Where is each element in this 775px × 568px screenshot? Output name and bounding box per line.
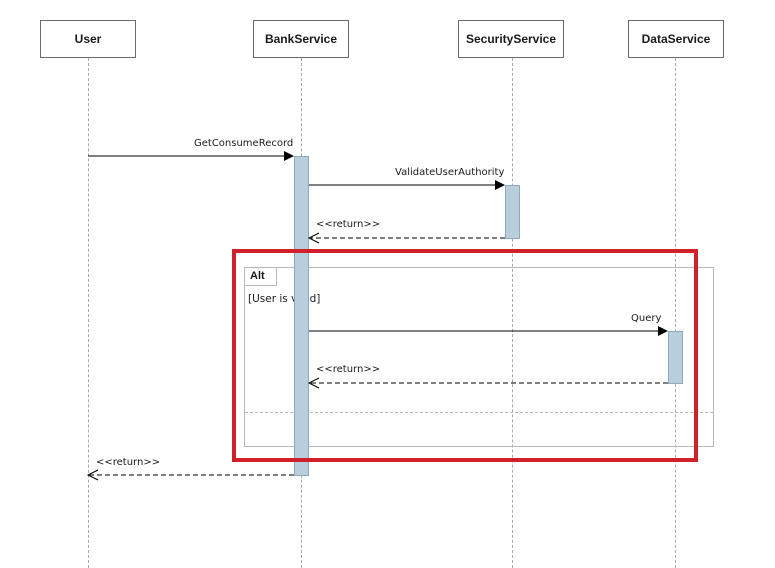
alt-fragment[interactable]: Alt bbox=[244, 267, 714, 447]
lifeline-bankservice[interactable]: BankService bbox=[253, 20, 349, 58]
lifeline-user-label: User bbox=[74, 32, 102, 46]
message-label-query: Query bbox=[631, 313, 662, 324]
message-arrow-validateuserauthority bbox=[309, 180, 505, 190]
lifeline-dataservice-line bbox=[675, 58, 676, 568]
message-arrow-query bbox=[309, 326, 668, 336]
message-label-return-security: <<return>> bbox=[316, 219, 381, 230]
activation-bankservice[interactable] bbox=[294, 156, 309, 476]
alt-fragment-operator: Alt bbox=[245, 268, 277, 286]
lifeline-user-line bbox=[88, 58, 89, 568]
message-label-getconsumerecord: GetConsumeRecord bbox=[194, 138, 294, 149]
message-arrow-return-user bbox=[86, 469, 294, 481]
activation-dataservice[interactable] bbox=[668, 331, 683, 384]
message-label-return-data: <<return>> bbox=[316, 364, 381, 375]
message-arrow-getconsumerecord bbox=[88, 151, 294, 161]
message-arrow-return-data bbox=[307, 377, 668, 389]
activation-securityservice[interactable] bbox=[505, 185, 520, 239]
lifeline-dataservice[interactable]: DataService bbox=[628, 20, 724, 58]
lifeline-securityservice-line bbox=[512, 58, 513, 568]
lifeline-bankservice-label: BankService bbox=[264, 32, 338, 46]
lifeline-securityservice[interactable]: SecurityService bbox=[458, 20, 564, 58]
lifeline-dataservice-label: DataService bbox=[641, 32, 711, 46]
alt-fragment-divider bbox=[245, 412, 713, 413]
message-label-return-user: <<return>> bbox=[96, 457, 161, 468]
message-label-validateuserauthority: ValidateUserAuthority bbox=[395, 167, 505, 178]
highlight-box bbox=[232, 249, 698, 462]
lifeline-securityservice-label: SecurityService bbox=[465, 32, 557, 46]
message-arrow-return-security bbox=[307, 232, 505, 244]
lifeline-user[interactable]: User bbox=[40, 20, 136, 58]
